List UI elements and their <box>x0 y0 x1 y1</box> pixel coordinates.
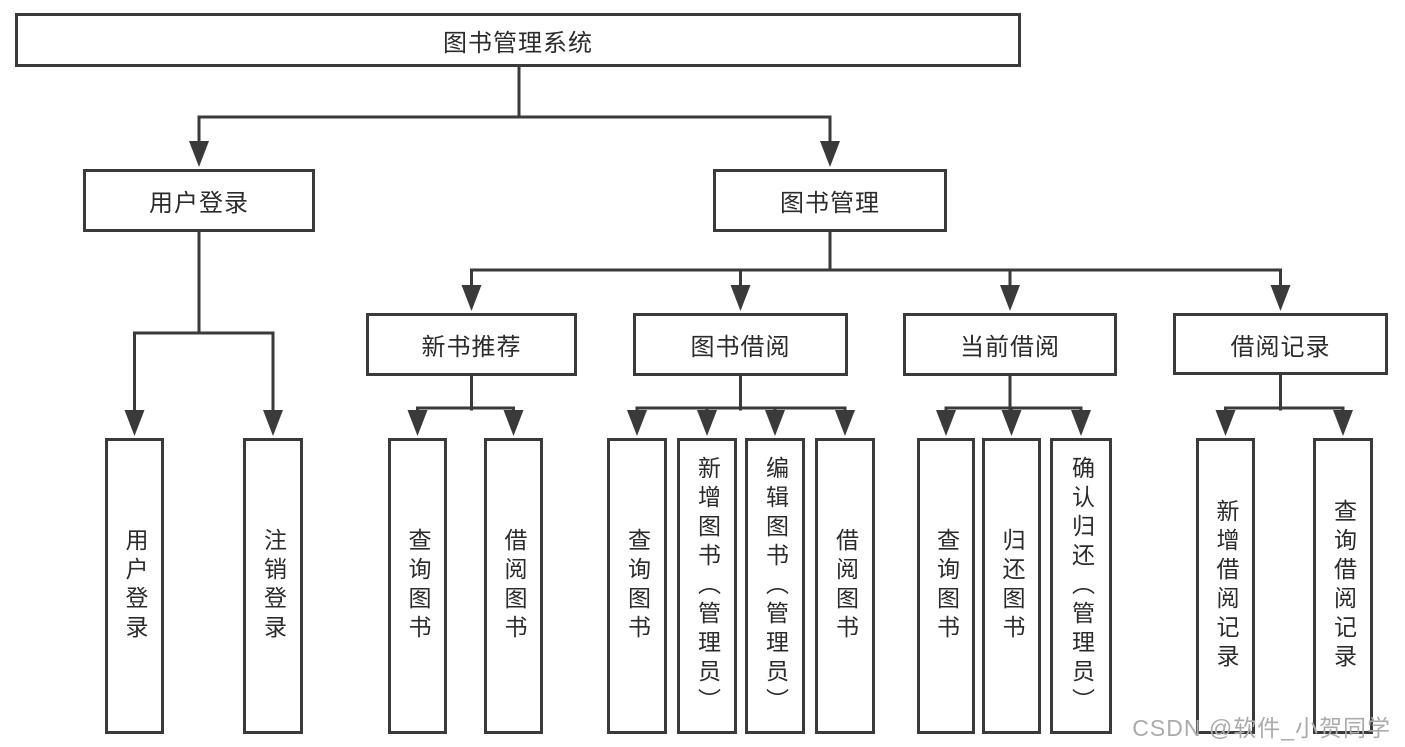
node-book-borrowing: 图书借阅 <box>633 313 848 376</box>
leaf-user-login: 用户登录 <box>105 438 164 734</box>
arrow-down-icon <box>730 285 751 311</box>
leaf-borrow-books-recommend: 借阅图书 <box>484 438 543 734</box>
arrow-down-icon <box>503 410 524 436</box>
leaf-label: 注销登录 <box>260 528 287 644</box>
leaf-add-books-admin: 新增图书（管理员） <box>677 438 737 734</box>
node-root-system: 图书管理系统 <box>15 13 1021 67</box>
node-label: 当前借阅 <box>960 334 1060 361</box>
leaf-borrow-books: 借阅图书 <box>815 438 875 734</box>
node-book-management: 图书管理 <box>713 169 947 232</box>
leaf-confirm-return-admin: 确认归还（管理员） <box>1050 438 1112 734</box>
node-user-login: 用户登录 <box>83 169 315 232</box>
leaf-label: 新增借阅记录 <box>1213 499 1239 673</box>
leaf-query-borrow-record: 查询借阅记录 <box>1313 438 1373 734</box>
arrow-down-icon <box>820 141 840 167</box>
leaf-label: 用户登录 <box>122 528 148 644</box>
node-label: 用户登录 <box>149 190 249 217</box>
node-current-borrowing: 当前借阅 <box>903 313 1117 376</box>
arrow-down-icon <box>1071 410 1091 436</box>
leaf-label: 查询图书 <box>405 528 431 644</box>
arrow-down-icon <box>461 285 482 311</box>
node-label: 新书推荐 <box>421 334 522 361</box>
leaf-query-books-borrowing: 查询图书 <box>607 438 667 734</box>
node-label: 图书借阅 <box>690 334 791 361</box>
leaf-label: 查询图书 <box>933 528 960 644</box>
leaf-label: 确认归还（管理员） <box>1068 455 1095 717</box>
leaf-label: 查询图书 <box>624 528 651 644</box>
node-new-book-recommendation: 新书推荐 <box>366 313 577 376</box>
leaf-label: 借阅图书 <box>501 528 527 644</box>
csdn-watermark: CSDN @软件_小贺同学 <box>1132 715 1391 741</box>
leaf-label: 新增图书（管理员） <box>694 455 721 717</box>
arrow-down-icon <box>936 410 956 436</box>
leaf-query-books-current: 查询图书 <box>917 438 975 734</box>
leaf-edit-books-admin: 编辑图书（管理员） <box>745 438 805 734</box>
arrow-down-icon <box>1333 410 1353 436</box>
arrow-down-icon <box>1001 410 1022 436</box>
leaf-add-borrow-record: 新增借阅记录 <box>1196 438 1255 734</box>
leaf-label: 编辑图书（管理员） <box>762 455 789 717</box>
node-label: 借阅记录 <box>1230 333 1331 361</box>
arrow-down-icon <box>627 410 647 436</box>
arrow-down-icon <box>1000 285 1020 311</box>
leaf-label: 借阅图书 <box>832 528 859 644</box>
leaf-logout: 注销登录 <box>243 438 303 734</box>
arrow-down-icon <box>407 410 428 436</box>
leaf-return-books: 归还图书 <box>982 438 1041 734</box>
arrow-down-icon <box>263 410 283 436</box>
leaf-query-books-recommend: 查询图书 <box>388 438 447 734</box>
node-label: 图书管理 <box>780 190 880 217</box>
arrow-down-icon <box>1270 285 1291 311</box>
node-label: 图书管理系统 <box>443 29 593 57</box>
arrow-down-icon <box>189 141 209 167</box>
arrow-down-icon <box>124 410 145 436</box>
node-borrowing-records: 借阅记录 <box>1173 313 1388 375</box>
arrow-down-icon <box>835 410 855 436</box>
arrow-down-icon <box>765 410 785 436</box>
arrow-down-icon <box>1215 410 1236 436</box>
arrow-down-icon <box>697 410 717 436</box>
leaf-label: 查询借阅记录 <box>1330 499 1357 673</box>
leaf-label: 归还图书 <box>999 528 1025 644</box>
